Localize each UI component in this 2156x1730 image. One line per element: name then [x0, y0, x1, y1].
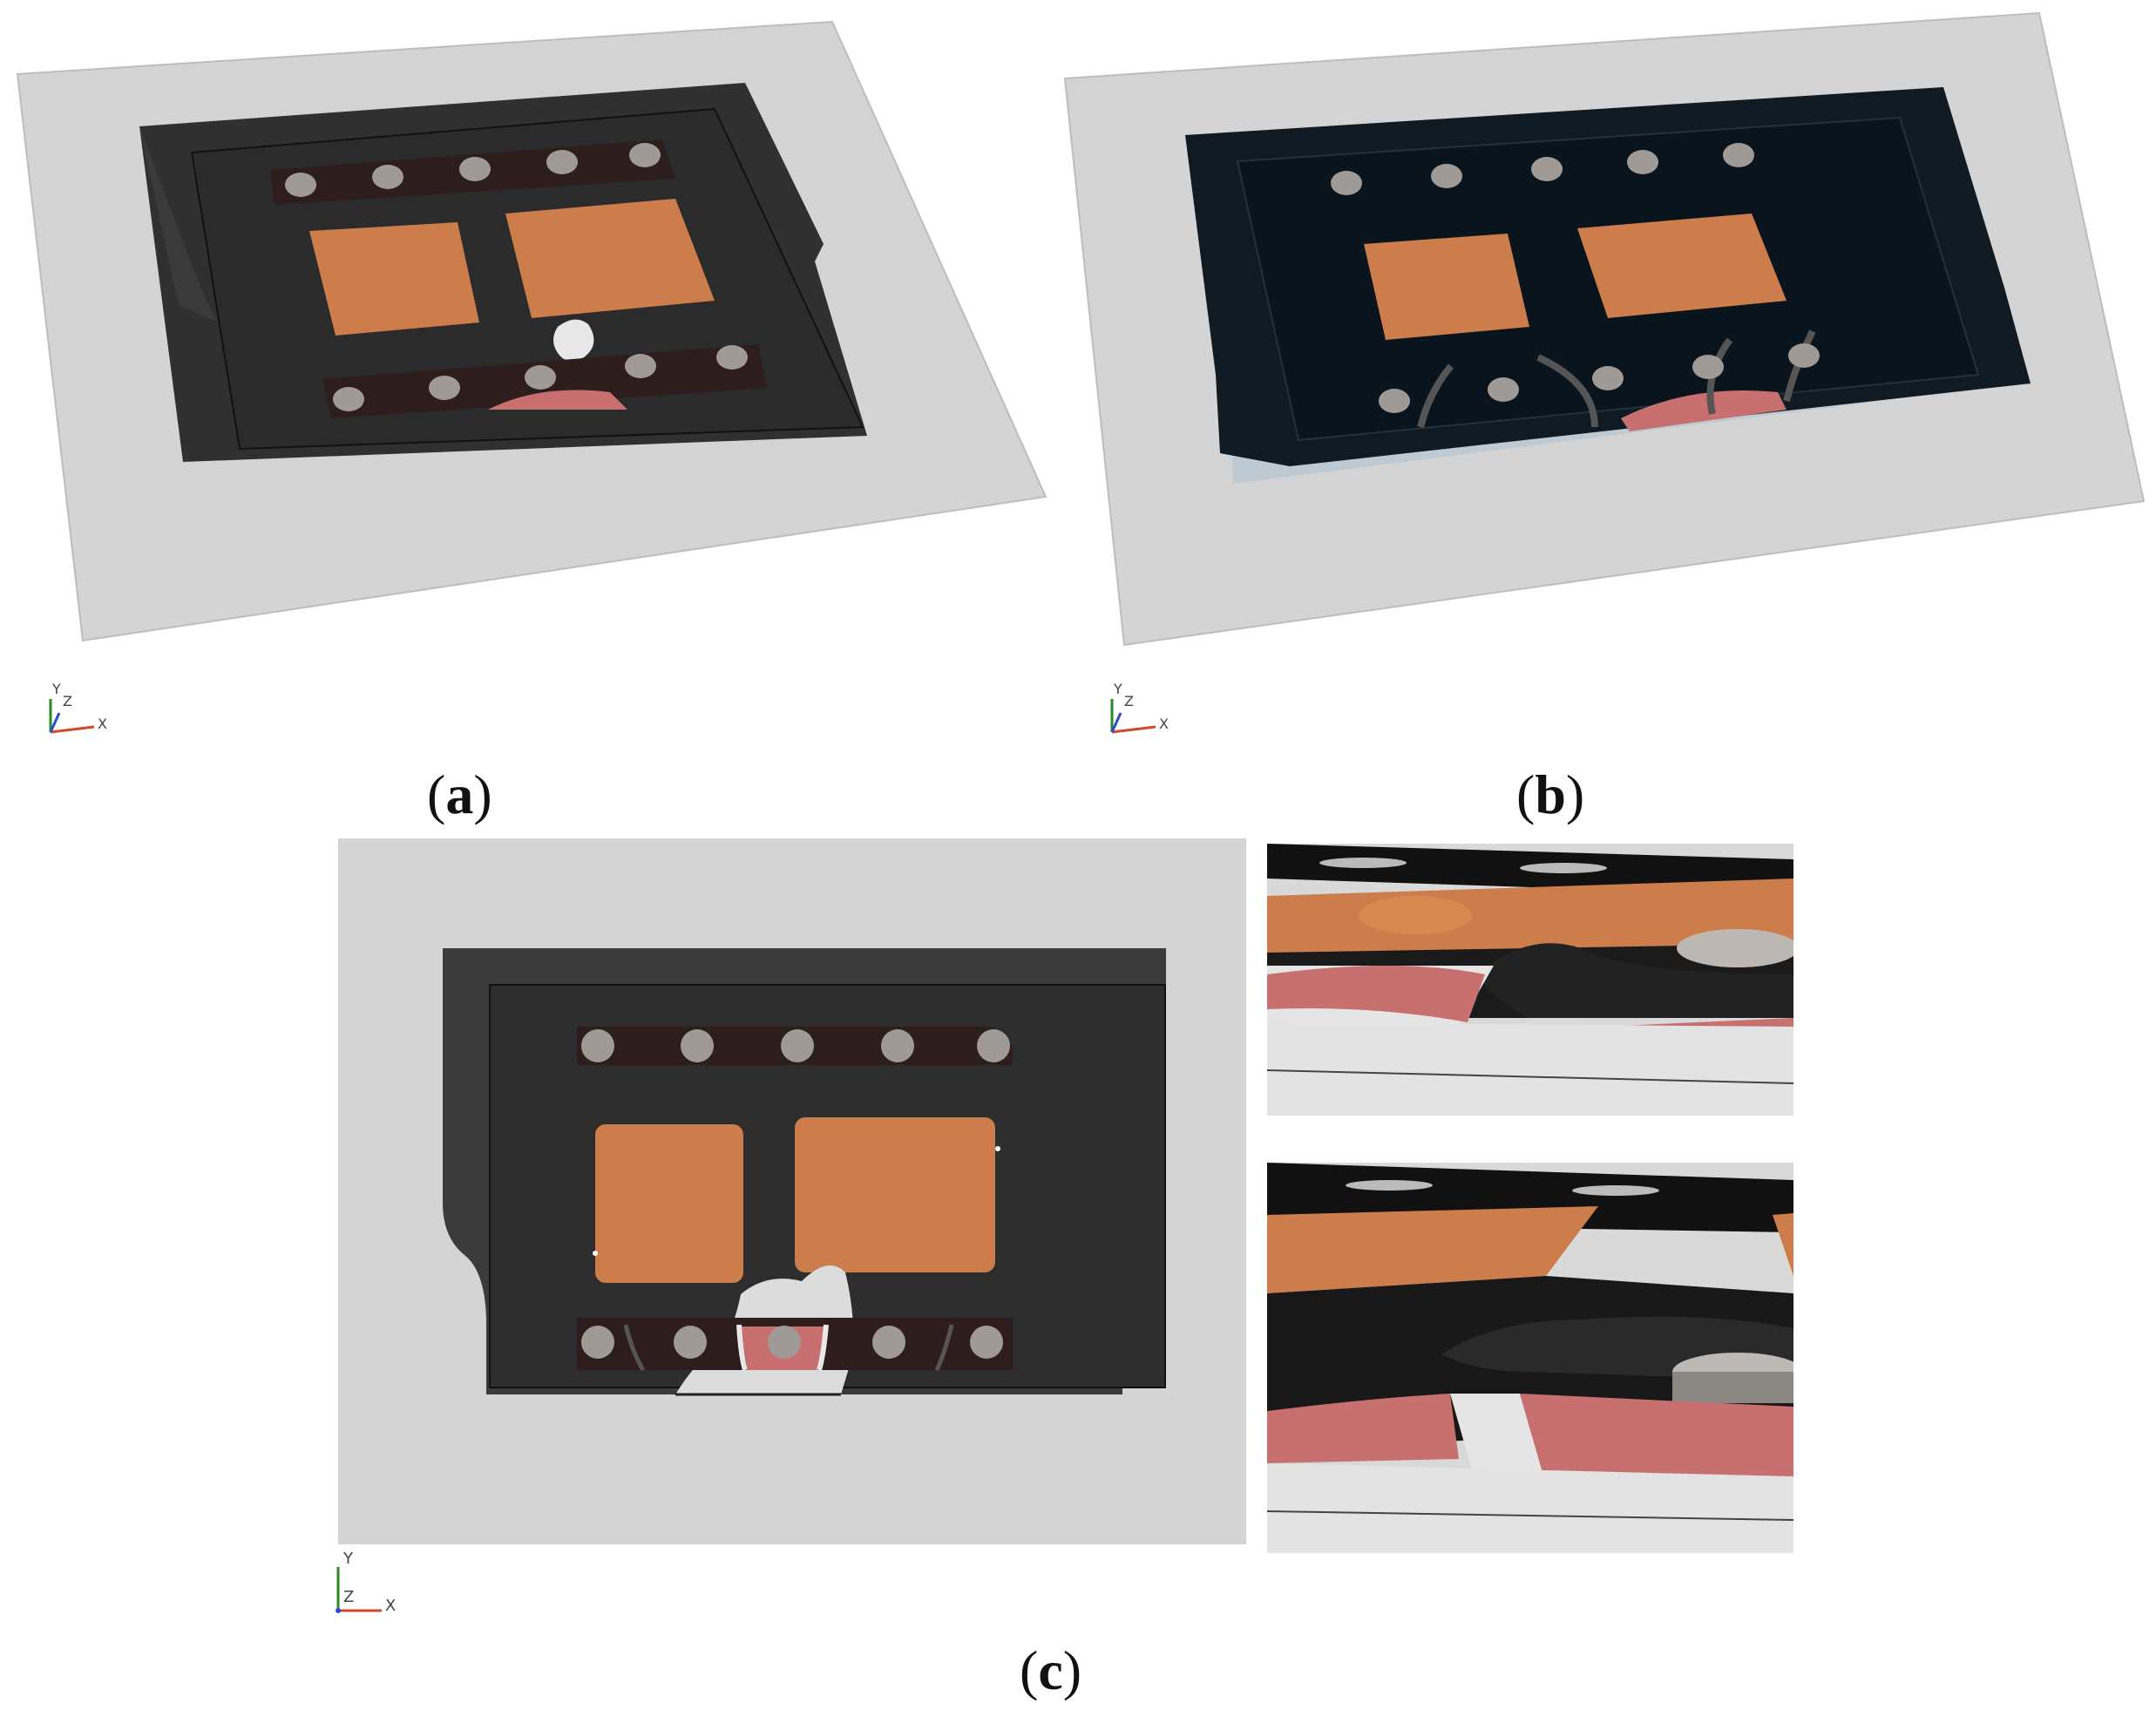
axis-triad-c: Y Z X	[336, 1550, 396, 1615]
caption-c: (c)	[1020, 1639, 1082, 1701]
axis-y-label: Y	[1113, 681, 1122, 697]
bottom-pin-4	[625, 354, 656, 378]
arc-2	[1536, 354, 1598, 428]
top-pin-4	[881, 1029, 914, 1062]
detail-top-render	[1267, 844, 1793, 1116]
bottom-pin-4	[1692, 355, 1724, 379]
bottom-pin-3	[525, 365, 556, 390]
axis-z-label: Z	[1124, 693, 1134, 709]
pad-marker-left	[593, 1251, 598, 1256]
panel-b-render: Y Z X	[1063, 11, 2146, 734]
top-pin-2	[372, 165, 403, 189]
axis-triad-b: Y Z X	[1110, 681, 1169, 734]
orange-pad-left	[595, 1124, 743, 1283]
panel-a-render: Y Z X	[16, 20, 1047, 734]
solder-void	[553, 319, 594, 361]
caption-a: (a)	[427, 763, 492, 825]
bottom-pin-2	[1488, 377, 1519, 402]
axis-y-label: Y	[342, 1550, 354, 1568]
top-pin-2	[1431, 164, 1462, 188]
top-pin-4	[546, 150, 578, 174]
frame-side-left	[139, 126, 218, 322]
orange-pad-right	[505, 199, 715, 318]
bottom-pin-3	[1592, 366, 1624, 390]
top-pin-3	[781, 1029, 814, 1062]
top-pin-3	[1531, 157, 1563, 181]
pad-marker-right	[995, 1146, 1000, 1151]
top-pin-2	[681, 1029, 714, 1062]
bottom-pin-1	[333, 387, 364, 411]
detail-bottom-render	[1267, 1163, 1793, 1553]
bottom-pin-2	[674, 1326, 707, 1359]
top-pin-3	[459, 157, 491, 181]
panel-a: Y Z X	[0, 0, 1072, 767]
top-pin-5	[977, 1029, 1010, 1062]
panel-b: Y Z X	[1063, 0, 2156, 767]
orange-pad-left	[1364, 234, 1529, 340]
bottom-pin-5	[1788, 343, 1820, 368]
panel-c-render: Y Z X	[336, 838, 1246, 1615]
bottom-trace	[1621, 390, 1786, 431]
bottom-pin-5	[970, 1326, 1003, 1359]
axis-x-label: X	[385, 1597, 396, 1615]
axis-z-label: Z	[63, 693, 72, 709]
axis-y-label: Y	[51, 681, 61, 697]
arc-4	[934, 1324, 954, 1372]
axis-triad-a: Y Z X	[49, 681, 107, 734]
top-pin-5	[1723, 143, 1754, 167]
bottom-trace	[488, 390, 627, 410]
top-pin-1	[1331, 171, 1362, 195]
arc-2	[736, 1324, 748, 1371]
arc-1	[623, 1324, 646, 1372]
axis-z-label: Z	[343, 1588, 354, 1606]
arc-1	[1417, 363, 1454, 428]
top-pin-1	[285, 173, 316, 197]
orange-pad-right	[1577, 214, 1786, 318]
axis-x-label: X	[1159, 716, 1169, 732]
panel-c-detail-top	[1267, 844, 1793, 1116]
bottom-pin-2	[429, 376, 460, 400]
bottom-pin-1	[581, 1326, 614, 1359]
arc-3	[817, 1324, 829, 1371]
top-pin-5	[629, 143, 661, 167]
orange-pad-right	[795, 1117, 995, 1272]
top-pin-4	[1627, 150, 1658, 174]
bottom-pin-3	[768, 1326, 801, 1359]
panel-c-top-view: Y Z X	[331, 837, 1255, 1621]
axis-x-label: X	[98, 716, 107, 732]
panel-c-detail-bottom	[1267, 1163, 1793, 1553]
bottom-pin-4	[872, 1326, 905, 1359]
top-pin-1	[581, 1029, 614, 1062]
caption-b: (b)	[1516, 763, 1585, 825]
bottom-pin-5	[716, 345, 748, 370]
orange-pad-left	[309, 222, 479, 336]
bottom-pin-1	[1379, 389, 1410, 413]
